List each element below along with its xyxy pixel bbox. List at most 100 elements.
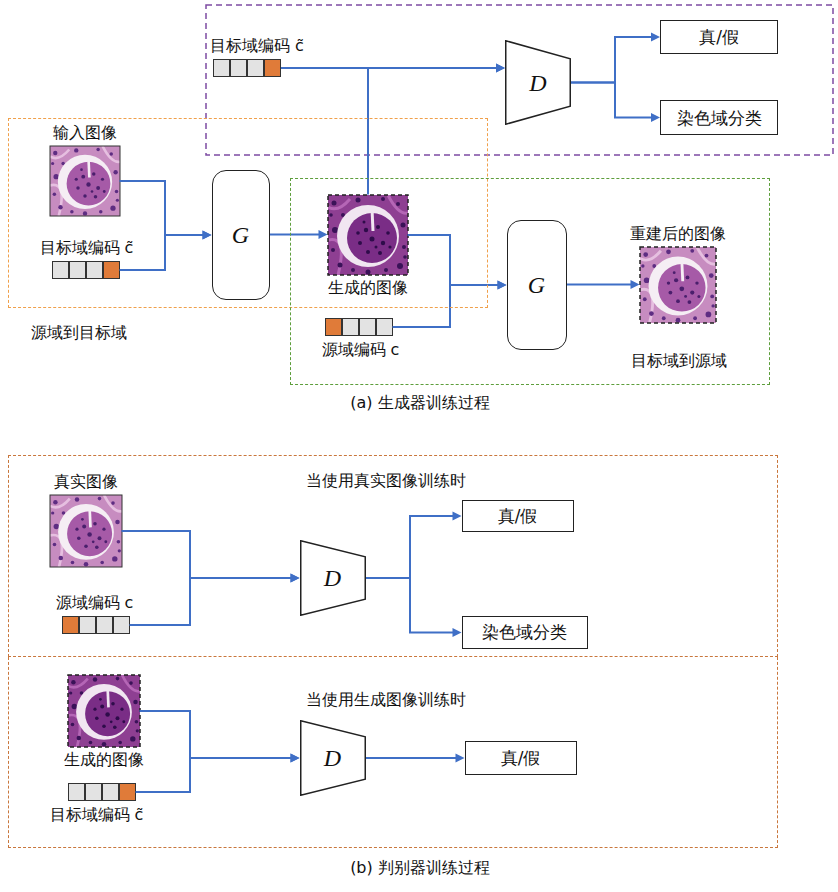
tissue-image: 生成的图像 [328,195,408,275]
tissue-image: 重建后的图像 [640,247,716,323]
arrow-head [498,281,507,290]
tissue-image: 输入图像 [50,146,120,216]
code-bar [63,617,130,634]
code-bar [214,60,281,77]
arrow-head [453,628,462,637]
tissue-image [50,146,120,216]
arrow-head [291,754,300,763]
image-label: 重建后的图像 [630,224,726,244]
trapezoid-shape [300,721,365,796]
arrow-head [496,64,505,73]
domain-code: 目标域编码 c̃ [213,59,281,77]
image-border [68,675,140,747]
flow-arrow [122,531,300,583]
image-border [328,195,408,275]
flow-line [130,578,293,625]
flow-line [366,516,455,578]
tissue-image: 生成的图像 [68,675,140,747]
tissue-image [50,495,122,567]
code-label: 源域编码 c [56,593,134,613]
flow-arrow [368,64,505,195]
discriminator-trapezoid: D [300,540,366,616]
arrow-head [291,574,300,583]
flow-line [408,235,500,285]
image-label: 真实图像 [54,472,118,492]
flow-arrow [140,711,300,763]
flow-line [140,711,293,758]
flow-arrow [136,754,300,793]
arrow-head [498,281,507,290]
image-border [640,247,716,323]
discriminator-letter: D [529,70,546,96]
generator-box: G [507,220,567,350]
flow-line [366,578,455,633]
domain-code: 目标域编码 c̃ [68,783,136,801]
flow-line [122,531,293,578]
dashed-region [206,5,833,155]
domain-code: 源域编码 c [62,616,130,634]
arrow-head [651,113,660,122]
band-heading: 当使用真实图像训练时 [306,471,466,491]
code-bar [53,262,120,279]
dashed-region: 源域到目标域输入图像目标域编码 c̃G [8,118,488,308]
flow-line [366,757,458,759]
arrow-head [291,754,300,763]
code-label: 目标域编码 c̃ [50,805,144,825]
trapezoid-shape [506,41,571,125]
arrow-head [453,512,462,521]
arrow-head [291,574,300,583]
tissue-image [68,675,140,747]
discriminator-trapezoid: D [505,40,571,125]
flow-arrow [130,574,300,626]
code-bar [326,319,393,336]
flow-line [136,758,293,792]
image-border [50,146,120,216]
flow-arrow [393,281,507,328]
image-label: 生成的图像 [328,278,408,298]
output-box: 染色域分类 [660,100,778,135]
trapezoid-shape [300,540,365,615]
tissue-image [328,195,408,275]
arrow-head [203,231,212,240]
flow-line [571,83,653,118]
region-label: 目标域到源域 [631,351,727,371]
flow-arrow [366,754,465,763]
region-label: 源域到目标域 [31,323,127,343]
discriminator-letter: D [324,745,341,771]
generator-letter: G [528,272,545,298]
image-label: 输入图像 [53,123,117,143]
generator-letter: G [232,222,249,248]
generator-box: G [212,170,270,300]
output-box: 染色域分类 [462,616,588,649]
code-label: 源域编码 c [322,340,400,360]
dashed-region: 目标域到源域 生成的图像源域编码 c G 重建后的图像 [290,178,770,385]
training-band: 当使用真实图像训练时真实图像源域编码 cD真/假染色域分类 [8,455,778,657]
image-label: 生成的图像 [64,750,144,770]
tissue-image [640,247,716,323]
flow-line [120,181,205,235]
arrow-head [319,230,328,239]
flow-arrow [571,83,660,123]
band-heading: 当使用生成图像训练时 [306,690,466,710]
box-label: 真/假 [501,748,541,768]
arrow-head [496,64,505,73]
box-label: 染色域分类 [677,108,762,128]
output-box: 真/假 [465,741,577,775]
box-label: 真/假 [498,506,538,526]
box-label: 真/假 [699,27,739,47]
flow-line [393,285,500,327]
arrow-head [456,754,465,763]
code-label: 目标域编码 c̃ [210,36,304,56]
domain-code: 目标域编码 c̃ [52,261,120,279]
arrow-head [651,33,660,42]
flow-arrow [120,181,212,240]
output-box: 真/假 [660,20,778,54]
tissue-image: 真实图像 [50,495,122,567]
flow-line [567,284,633,286]
arrow-head [203,231,212,240]
output-box: 真/假 [462,500,574,532]
training-band: 当使用生成图像训练时生成的图像目标域编码 c̃D真/假 [8,657,778,848]
figure-caption: (a) 生成器训练过程 [350,393,489,413]
flow-arrow [366,512,462,579]
